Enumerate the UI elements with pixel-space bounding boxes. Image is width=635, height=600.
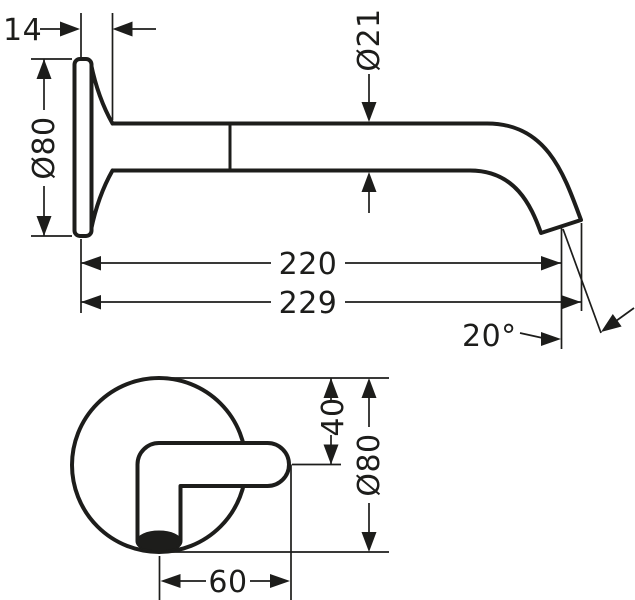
outlet-angle-reference-line [562,228,602,334]
dim-spout-diameter-label: Ø21 [352,8,387,71]
arrowhead-up [36,59,52,79]
arrowhead-down [323,444,339,465]
arrowhead-right [541,332,561,346]
arrowhead-left [160,574,181,588]
dim-handle-length-label: 60 [208,565,247,600]
arrowhead-up [361,172,377,192]
arrowhead-down-left [601,314,622,332]
dim-outlet-angle-leader-2 [615,307,635,322]
arrowhead-down [361,532,377,552]
dim-escutcheon-side-label: Ø80 [27,116,62,179]
arrowhead-left [81,256,101,271]
side-view-escutcheon-plate [72,57,94,238]
arrowhead-up [361,378,377,398]
arrowhead-down [361,102,377,122]
arrowhead-right [270,574,290,588]
arrowhead-down [36,216,52,236]
dim-wall-offset-label: 14 [3,13,42,48]
dim-outlet-angle-leader [519,332,546,340]
dim-handle-offset-label: 40 [316,397,351,436]
arrowhead-left [112,21,133,37]
arrowhead-up [323,378,339,398]
side-view-cone-body [91,64,113,230]
arrowhead-left [81,295,101,310]
dim-escutcheon-front-label: Ø80 [352,433,387,496]
dim-reach-outer-label: 229 [279,286,338,321]
front-view-outlet-opening [136,530,182,552]
arrowhead-right [60,21,80,37]
side-view-spout-tube [112,121,583,235]
dim-outlet-angle-label: 20° [462,319,517,354]
arrowhead-right [541,256,561,271]
arrowhead-right [561,295,581,310]
dim-reach-inner-label: 220 [279,247,338,282]
